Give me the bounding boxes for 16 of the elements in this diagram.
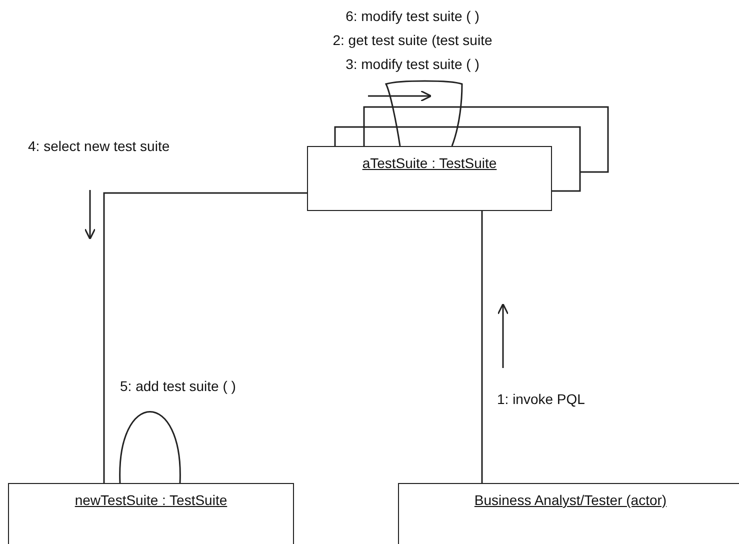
object-name: aTestSuite : TestSuite: [362, 155, 497, 171]
self-link: [119, 411, 181, 484]
message-label: 2: get test suite (test suite: [332, 32, 492, 48]
message-label: 6: modify test suite ( ): [346, 8, 480, 24]
object-box: [8, 483, 294, 544]
object-box: [307, 146, 552, 211]
link-line: [103, 192, 307, 483]
link-line: [481, 211, 483, 483]
object-name: newTestSuite : TestSuite: [74, 492, 228, 508]
message-label: 3: modify test suite ( ): [346, 56, 480, 72]
message-label: 1: invoke PQL: [497, 391, 585, 407]
object-name: Business Analyst/Tester (actor): [474, 492, 667, 508]
message-label: 5: add test suite ( ): [120, 378, 236, 394]
message-label: 4: select new test suite: [28, 138, 170, 154]
self-link: [385, 80, 463, 146]
object-box: [398, 483, 739, 544]
